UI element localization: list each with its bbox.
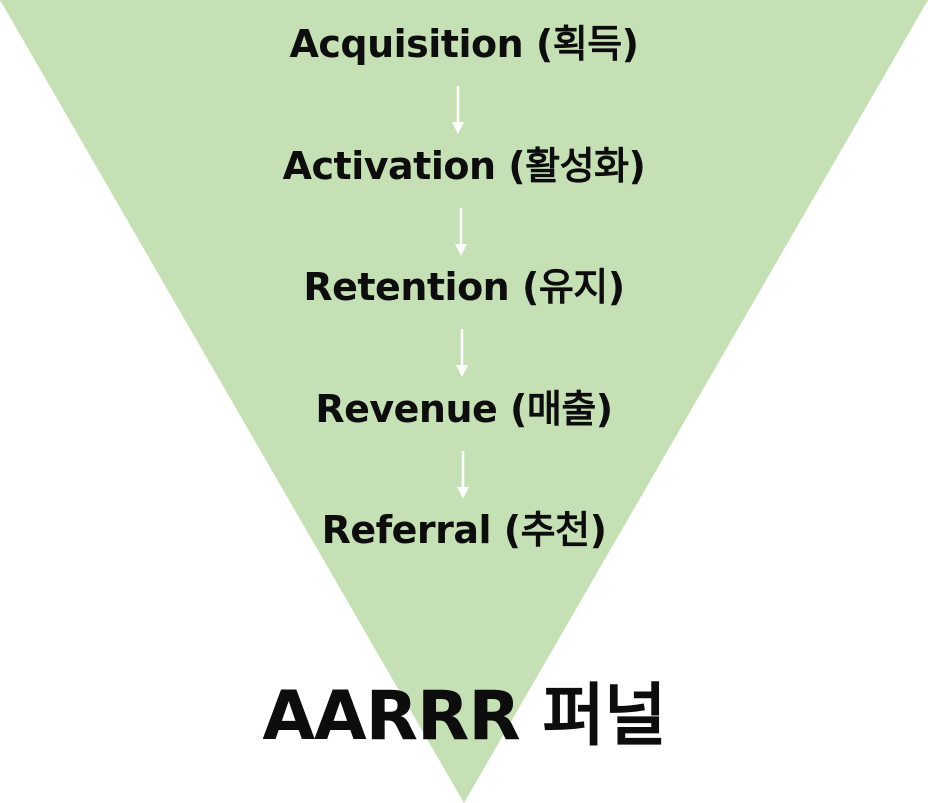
stage-activation: Activation (활성화) [282,144,646,188]
arrow-retention-to-revenue [456,329,468,377]
stage-acquisition: Acquisition (획득) [289,22,639,66]
arrow-acquisition-to-activation [452,86,464,134]
funnel-title: AARRR 퍼널 [262,677,666,756]
arrow-activation-to-retention [455,208,467,256]
stage-revenue: Revenue (매출) [315,387,613,431]
stage-referral: Referral (추천) [321,508,607,552]
arrow-revenue-to-referral [457,451,469,499]
stage-retention: Retention (유지) [303,265,625,309]
